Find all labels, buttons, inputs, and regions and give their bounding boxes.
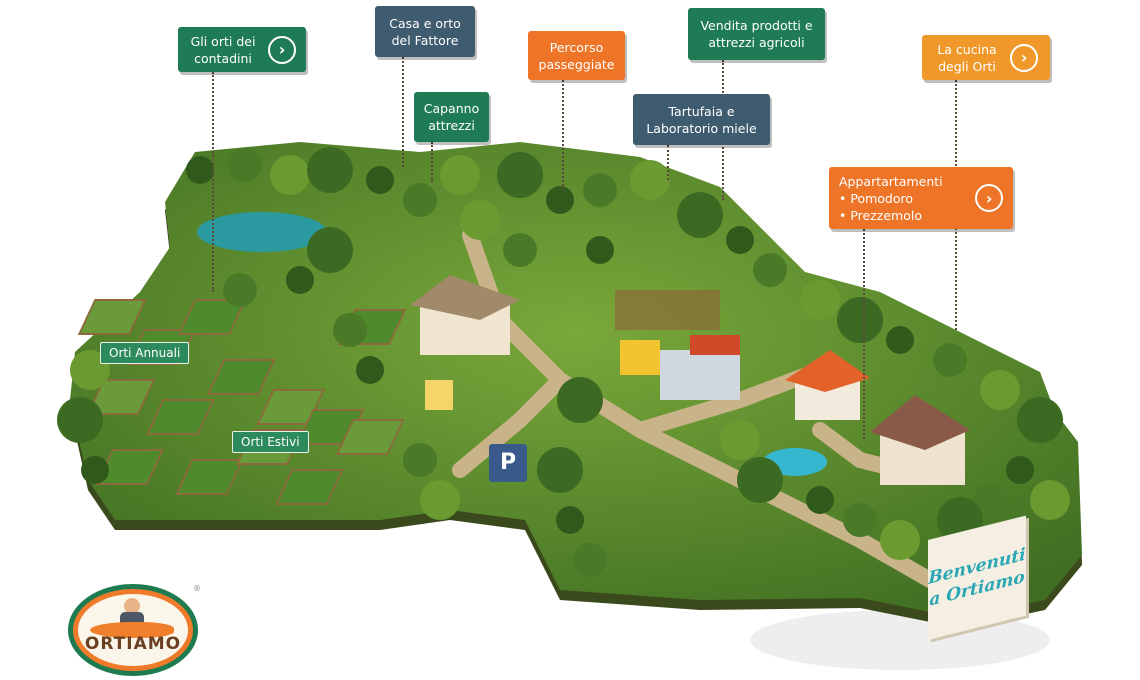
- vegetable-plot: [175, 459, 244, 495]
- tree: [356, 356, 384, 384]
- casa-fattore-label: Casa e orto del Fattore: [389, 15, 461, 48]
- buildings: [410, 275, 970, 485]
- tree: [270, 155, 310, 195]
- tree: [726, 226, 754, 254]
- leader-line: [431, 142, 433, 182]
- tartufaia-label: Tartufaia e Laboratorio miele: [646, 103, 757, 136]
- tree: [81, 456, 109, 484]
- tree: [556, 506, 584, 534]
- leader-line: [212, 72, 214, 292]
- parking-icon: P: [489, 444, 527, 482]
- tree: [403, 183, 437, 217]
- vendita-label: Vendita prodotti e attrezzi agricoli: [700, 18, 813, 50]
- tree: [737, 457, 783, 503]
- tree: [583, 173, 617, 207]
- chevron-right-icon: ›: [1010, 43, 1038, 72]
- tree: [546, 186, 574, 214]
- tree: [720, 420, 760, 460]
- tree: [57, 397, 103, 443]
- tree: [1017, 397, 1063, 443]
- tree: [586, 236, 614, 264]
- orti-contadini-label: Gli orti dei contadini: [190, 33, 256, 66]
- cucina-button[interactable]: La cucina degli Orti ›: [922, 35, 1050, 80]
- tree: [630, 160, 670, 200]
- tree: [677, 192, 723, 238]
- vegetable-plot: [77, 299, 147, 335]
- vegetable-plot: [177, 299, 247, 335]
- tree: [800, 280, 840, 320]
- orti-annuali-label[interactable]: Orti Annuali: [100, 342, 190, 364]
- tree: [503, 233, 537, 267]
- orti-estivi-label[interactable]: Orti Estivi: [232, 431, 309, 453]
- tree: [403, 443, 437, 477]
- tartufaia-button[interactable]: Tartufaia e Laboratorio miele: [633, 94, 770, 145]
- casa-fattore-button[interactable]: Casa e orto del Fattore: [375, 6, 475, 57]
- registered-mark: ®: [193, 584, 201, 593]
- tree: [460, 200, 500, 240]
- vegetable-plot: [335, 419, 405, 455]
- tree: [1006, 456, 1034, 484]
- appartamenti-title: Appartartamenti: [839, 173, 943, 189]
- leader-line: [402, 57, 404, 167]
- pond: [197, 212, 327, 252]
- tree: [307, 147, 353, 193]
- logo-text: ORTIAMO: [84, 634, 182, 654]
- vegetable-plot: [86, 379, 156, 415]
- chevron-right-icon: ›: [975, 184, 1003, 212]
- tree: [843, 503, 877, 537]
- tree: [420, 480, 460, 520]
- trees: [57, 147, 1070, 577]
- vendita-button[interactable]: Vendita prodotti e attrezzi agricoli: [688, 8, 825, 60]
- vegetable-plot: [275, 469, 344, 505]
- vegetable-plot: [256, 389, 326, 425]
- tree: [186, 156, 214, 184]
- tree: [307, 227, 353, 273]
- cucina-label: La cucina degli Orti: [937, 41, 997, 74]
- capanno-button[interactable]: Capanno attrezzi: [414, 92, 489, 142]
- appartamenti-button[interactable]: Appartartamenti • Pomodoro • Prezzemolo …: [829, 167, 1013, 229]
- farmer-head-icon: [124, 598, 140, 614]
- tree: [440, 155, 480, 195]
- tree: [497, 152, 543, 198]
- tree: [880, 520, 920, 560]
- tree: [573, 543, 607, 577]
- tree: [223, 273, 257, 307]
- leader-line: [667, 145, 669, 180]
- appartamento-pomodoro: • Pomodoro: [839, 190, 914, 206]
- chevron-right-icon: ›: [268, 35, 296, 64]
- leader-line: [863, 229, 865, 439]
- tree: [837, 297, 883, 343]
- tree: [806, 486, 834, 514]
- percorso-button[interactable]: Percorso passeggiate: [528, 31, 625, 80]
- vegetable-plot: [206, 359, 276, 395]
- leader-line: [562, 80, 564, 190]
- tree: [1030, 480, 1070, 520]
- ortiamo-logo: ORTIAMO: [68, 584, 198, 676]
- orti-contadini-button[interactable]: Gli orti dei contadini ›: [178, 27, 306, 72]
- tree: [333, 313, 367, 347]
- tree: [980, 370, 1020, 410]
- tree: [228, 148, 262, 182]
- tree: [286, 266, 314, 294]
- percorso-label: Percorso passeggiate: [538, 39, 615, 72]
- capanno-label: Capanno attrezzi: [423, 101, 480, 133]
- tree: [886, 326, 914, 354]
- carrot-icon: [90, 622, 174, 638]
- appartamento-prezzemolo: • Prezzemolo: [839, 207, 922, 223]
- tree: [366, 166, 394, 194]
- tree: [557, 377, 603, 423]
- tree: [753, 253, 787, 287]
- tree: [973, 483, 1007, 517]
- tree: [537, 447, 583, 493]
- vegetable-plot: [146, 399, 215, 435]
- tree: [933, 343, 967, 377]
